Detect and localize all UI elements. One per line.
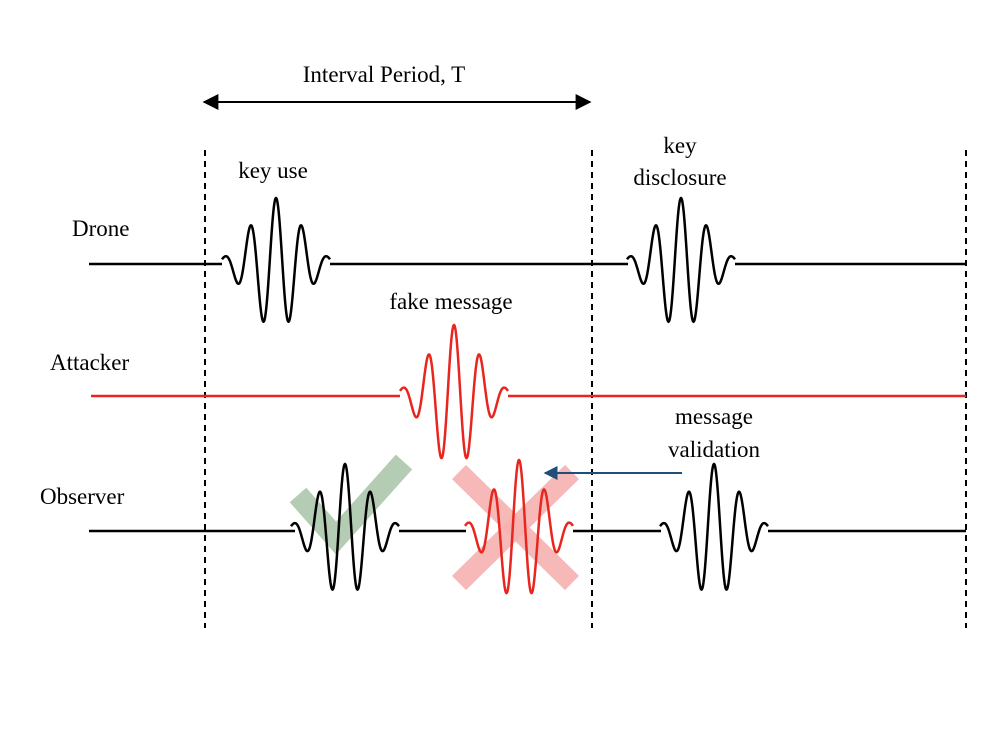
drone-label: Drone [72, 216, 129, 241]
cross-mark-icon [451, 464, 580, 591]
key-use-label: key use [238, 158, 308, 183]
observer-disclosed-key-pulse [659, 462, 769, 591]
observer-valid-pulse [290, 462, 400, 591]
key-disclosure-label-line2: disclosure [633, 165, 726, 190]
attacker-fake-message-pulse [398, 323, 510, 460]
observer-fake-pulse [463, 458, 575, 595]
fake-message-label: fake message [389, 289, 512, 314]
drone-key-use-pulse [220, 196, 332, 324]
drone-key-disclosure-pulse [625, 196, 737, 324]
message-validation-label-line2: validation [668, 437, 760, 462]
key-disclosure-label-line1: key [663, 133, 697, 158]
attacker-label: Attacker [50, 350, 130, 375]
observer-label: Observer [40, 484, 125, 509]
interval-period-label: Interval Period, T [303, 62, 465, 87]
message-validation-label-line1: message [675, 404, 753, 429]
check-mark-icon [289, 454, 413, 555]
